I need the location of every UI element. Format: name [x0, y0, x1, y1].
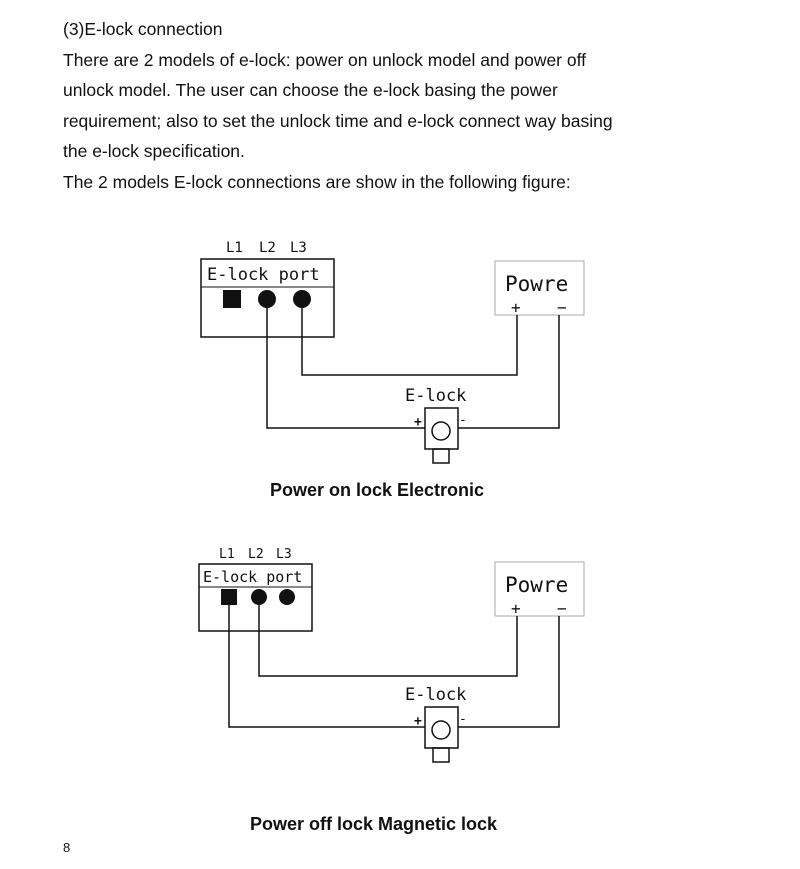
wire-l3-to-power-plus [301, 299, 518, 376]
elock-bolt [432, 448, 450, 464]
wire-l2-to-power-plus [258, 597, 518, 677]
paragraph-line-1: There are 2 models of e-lock: power on u… [63, 49, 587, 70]
diagram2-caption: Power off lock Magnetic lock [250, 814, 498, 834]
terminal-label-l1: L1 [219, 547, 235, 562]
terminal-label-l3: L3 [276, 547, 292, 562]
wire-l1-to-lock-plus [228, 597, 425, 728]
elock-minus-label: - [459, 712, 467, 727]
elock-port-label: E-lock port [203, 568, 302, 586]
power-plus-label: + [511, 599, 521, 618]
elock-coil [431, 421, 451, 441]
elock-port-box [198, 563, 313, 632]
wire-power-minus-to-lock [458, 616, 560, 728]
power-label: Powre [505, 272, 568, 296]
paragraph-line-3: requirement; also to set the unlock time… [63, 110, 613, 131]
elock-coil [431, 720, 451, 740]
elock-minus-label: - [459, 413, 467, 428]
power-plus-label: + [511, 298, 521, 317]
terminal-l1-square [223, 290, 241, 308]
terminal-label-l2: L2 [259, 240, 276, 256]
diagram-power-on-lock: L1 L2 L3 E-lock port Powre + − E-lock + … [200, 240, 585, 464]
terminal-l3-dot [279, 589, 295, 605]
paragraph-line-2: unlock model. The user can choose the e-… [63, 80, 558, 100]
wire-l2-to-lock-plus [266, 299, 425, 429]
terminal-label-l1: L1 [226, 240, 243, 256]
elock-body [424, 407, 459, 450]
wire-power-minus-to-lock [458, 315, 560, 429]
elock-bolt [432, 747, 450, 763]
terminal-label-l3: L3 [290, 240, 307, 256]
page-number: 8 [63, 840, 71, 855]
power-box [494, 561, 585, 617]
power-label: Powre [505, 573, 568, 597]
elock-body [424, 706, 459, 749]
section-heading: (3)E-lock connection [63, 19, 223, 39]
terminal-label-l2: L2 [248, 547, 264, 562]
elock-label: E-lock [405, 386, 466, 406]
elock-label: E-lock [405, 685, 466, 705]
elock-plus-label: + [414, 714, 422, 729]
diagram-power-off-lock: L1 L2 L3 E-lock port Powre + − E-lock + … [198, 547, 585, 763]
figure-intro: The 2 models E-lock connections are show… [63, 171, 571, 192]
power-box [494, 260, 585, 316]
power-minus-label: − [557, 599, 567, 618]
power-minus-label: − [557, 298, 567, 317]
elock-plus-label: + [414, 415, 422, 430]
diagram1-caption: Power on lock Electronic [270, 480, 485, 500]
elock-port-label: E-lock port [207, 265, 320, 285]
paragraph-line-4: the e-lock specification. [63, 141, 245, 161]
section-text: (3)E-lock connection There are 2 models … [63, 14, 723, 197]
